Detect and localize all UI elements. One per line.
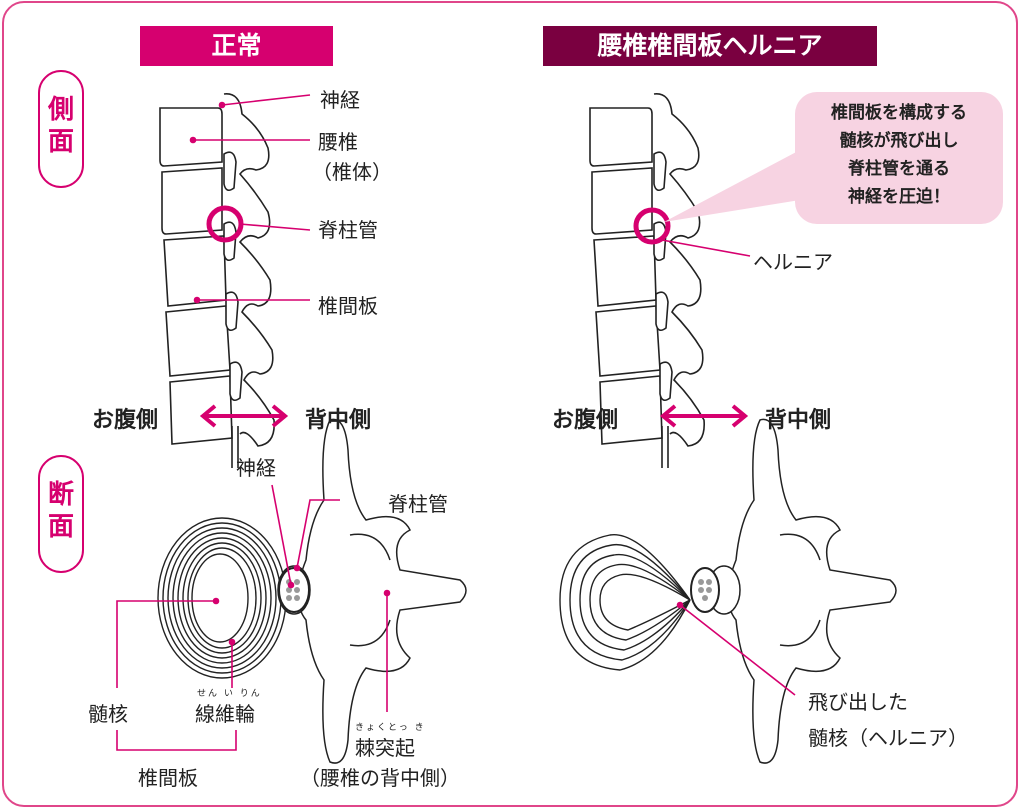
bubble-pointer	[664, 150, 800, 222]
label-nucleus: 髄核	[88, 702, 128, 726]
label-spinous: 棘突起	[355, 736, 415, 760]
header-hernia: 腰椎椎間板ヘルニア	[543, 26, 877, 66]
direction-arrow-right	[659, 404, 749, 428]
label-spinal-canal: 脊柱管	[318, 218, 378, 242]
explanation-bubble: 椎間板を構成する 髄核が飛び出し 脊柱管を通る 神経を圧迫！	[795, 92, 1003, 224]
label-vertebral-body: （椎体）	[312, 160, 392, 184]
label-front-left: お腹側	[92, 408, 159, 433]
label-herniated-2: 髄核（ヘルニア）	[808, 726, 968, 750]
label-hernia: ヘルニア	[753, 250, 833, 274]
label-front-right: お腹側	[552, 408, 619, 433]
label-lumbar: 腰椎	[318, 130, 358, 154]
label-herniated-1: 飛び出した	[808, 690, 908, 714]
side-label-lateral: 側面	[38, 70, 84, 188]
spinal-canal-highlight	[206, 205, 244, 243]
label-disc: 椎間板	[318, 294, 378, 318]
label-back-right: 背中側	[765, 408, 832, 433]
side-label-section: 断面	[38, 455, 84, 573]
direction-arrow-left	[199, 404, 289, 428]
label-annulus: 線維輪	[195, 702, 255, 726]
label-section-disc: 椎間板	[138, 766, 198, 790]
label-back-left: 背中側	[305, 408, 372, 433]
label-section-nerve: 神経	[236, 456, 276, 480]
ruby-annulus: せん い りん	[197, 689, 262, 699]
hernia-highlight	[633, 207, 671, 245]
header-normal: 正常	[140, 26, 333, 66]
ruby-spinous: きょくとっ き	[355, 723, 426, 733]
label-nerve: 神経	[320, 88, 360, 112]
label-spinous-note: （腰椎の背中側）	[300, 766, 460, 790]
label-section-canal: 脊柱管	[388, 492, 448, 516]
